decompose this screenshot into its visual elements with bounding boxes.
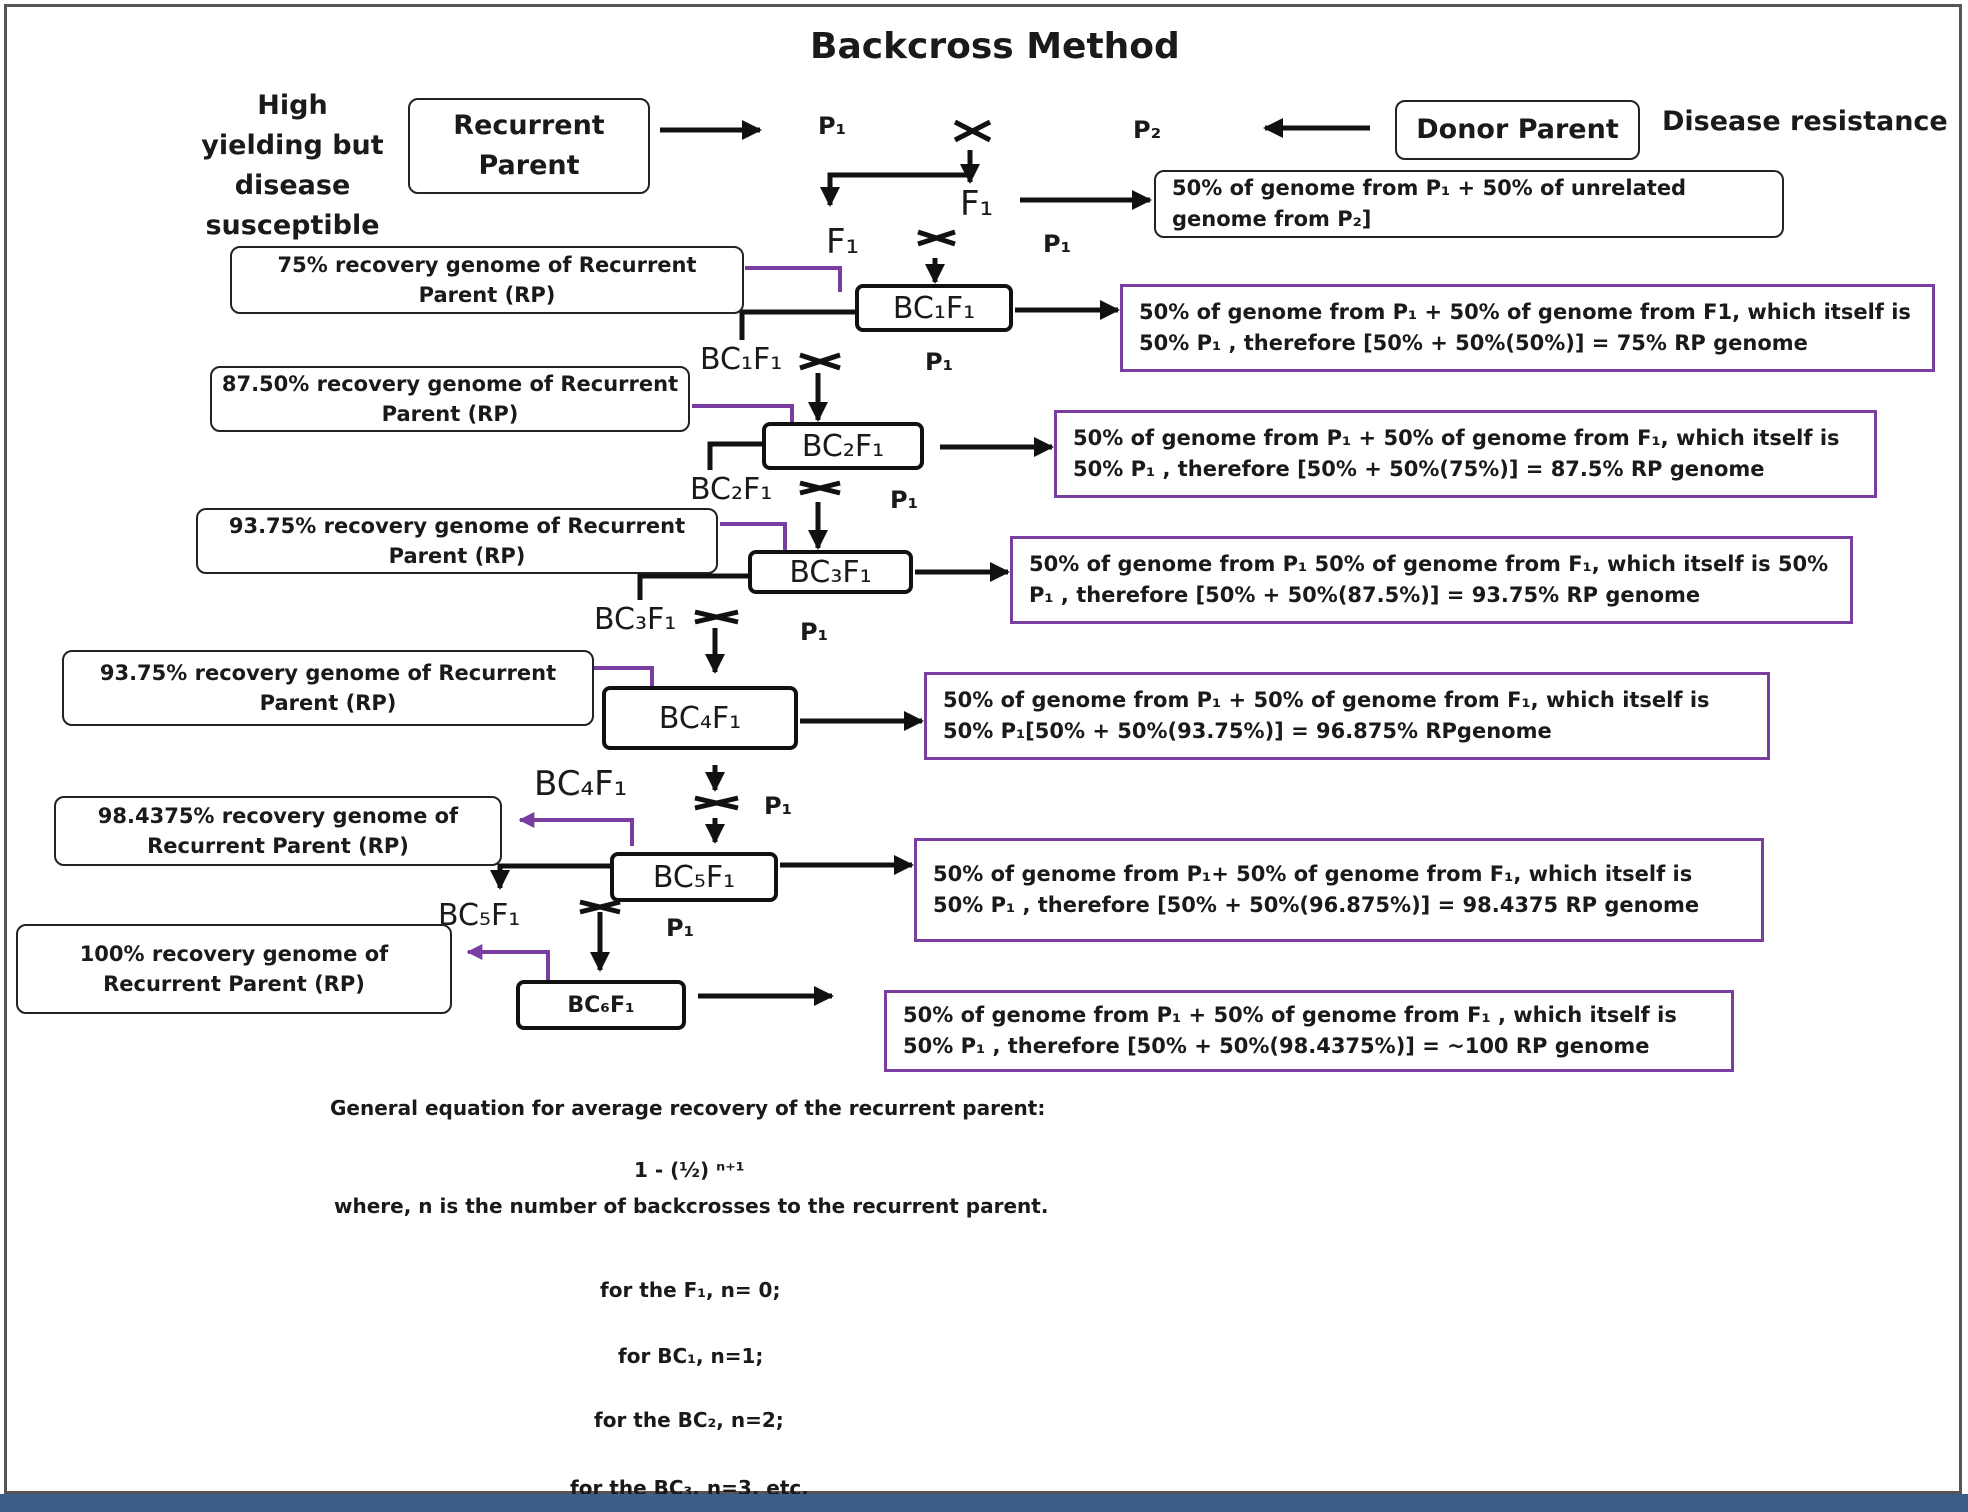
equation-case-bc2: for the BC₂, n=2;: [594, 1408, 784, 1432]
equation-intro: General equation for average recovery of…: [330, 1096, 1046, 1120]
bc5-box: BC₅F₁: [610, 852, 778, 902]
window-bottom-bar: [0, 1494, 1968, 1512]
p1-label-bc1: P₁: [1043, 230, 1072, 258]
bc2-box: BC₂F₁: [762, 422, 924, 470]
bc2-recovery-box: 87.50% recovery genome of Recurrent Pare…: [210, 366, 690, 432]
bc5-recovery-box: 98.4375% recovery genome of Recurrent Pa…: [54, 796, 502, 866]
recurrent-trait-label: High yielding but disease susceptible: [201, 90, 384, 241]
bc3-box: BC₃F₁: [748, 550, 913, 594]
page-title: Backcross Method: [810, 26, 1180, 67]
f1-branch: [820, 172, 970, 207]
f1-label: F₁: [960, 184, 994, 224]
equation-formula: 1 - (½) ⁿ⁺¹: [634, 1158, 745, 1182]
bc6-box: BC₆F₁: [516, 980, 686, 1030]
bc2-note-box: 50% of genome from P₁ + 50% of genome fr…: [1054, 410, 1877, 498]
recurrent-parent-box: Recurrent Parent: [408, 98, 650, 194]
bc1-note-box: 50% of genome from P₁ + 50% of genome fr…: [1120, 284, 1935, 372]
f1-note-box: 50% of genome from P₁ + 50% of unrelated…: [1154, 170, 1784, 238]
equation-where: where, n is the number of backcrosses to…: [334, 1194, 1049, 1218]
cross-marks: [579, 119, 992, 915]
donor-parent-box: Donor Parent: [1395, 100, 1640, 160]
bc3-recovery-box: 93.75% recovery genome of Recurrent Pare…: [196, 508, 718, 574]
p1-label-bc3: P₁: [890, 486, 919, 514]
equation-case-f1: for the F₁, n= 0;: [600, 1278, 781, 1302]
bc5-note-box: 50% of genome from P₁+ 50% of genome fro…: [914, 838, 1764, 942]
bc5-cross-label: BC₅F₁: [438, 898, 521, 933]
bc4-cross-label: BC₄F₁: [534, 764, 628, 804]
p1-label-bc2: P₁: [925, 348, 954, 376]
p1-label-bc6: P₁: [666, 914, 695, 942]
bc2-cross-label: BC₂F₁: [690, 472, 773, 507]
f1-cross-label: F₁: [826, 222, 860, 262]
donor-trait-label: Disease resistance: [1662, 106, 1948, 137]
p2-label: P₂: [1133, 116, 1162, 144]
bc4-recovery-box: 93.75% recovery genome of Recurrent Pare…: [62, 650, 594, 726]
bc4-box: BC₄F₁: [602, 686, 798, 750]
bc1-cross-label: BC₁F₁: [700, 342, 783, 377]
bc6-recovery-box: 100% recovery genome of Recurrent Parent…: [16, 924, 452, 1014]
p1-label-bc4: P₁: [800, 618, 829, 646]
bc6-note-box: 50% of genome from P₁ + 50% of genome fr…: [884, 990, 1734, 1072]
page-frame: [4, 4, 1962, 1494]
bc3-note-box: 50% of genome from P₁ 50% of genome from…: [1010, 536, 1853, 624]
bc4-note-box: 50% of genome from P₁ + 50% of genome fr…: [924, 672, 1770, 760]
p1-label: P₁: [818, 112, 847, 140]
bc3-cross-label: BC₃F₁: [594, 602, 677, 637]
bc1-box: BC₁F₁: [855, 284, 1013, 332]
p1-label-bc5: P₁: [764, 792, 793, 820]
equation-case-bc1: for BC₁, n=1;: [618, 1344, 764, 1368]
bc1-recovery-box: 75% recovery genome of Recurrent Parent …: [230, 246, 744, 314]
